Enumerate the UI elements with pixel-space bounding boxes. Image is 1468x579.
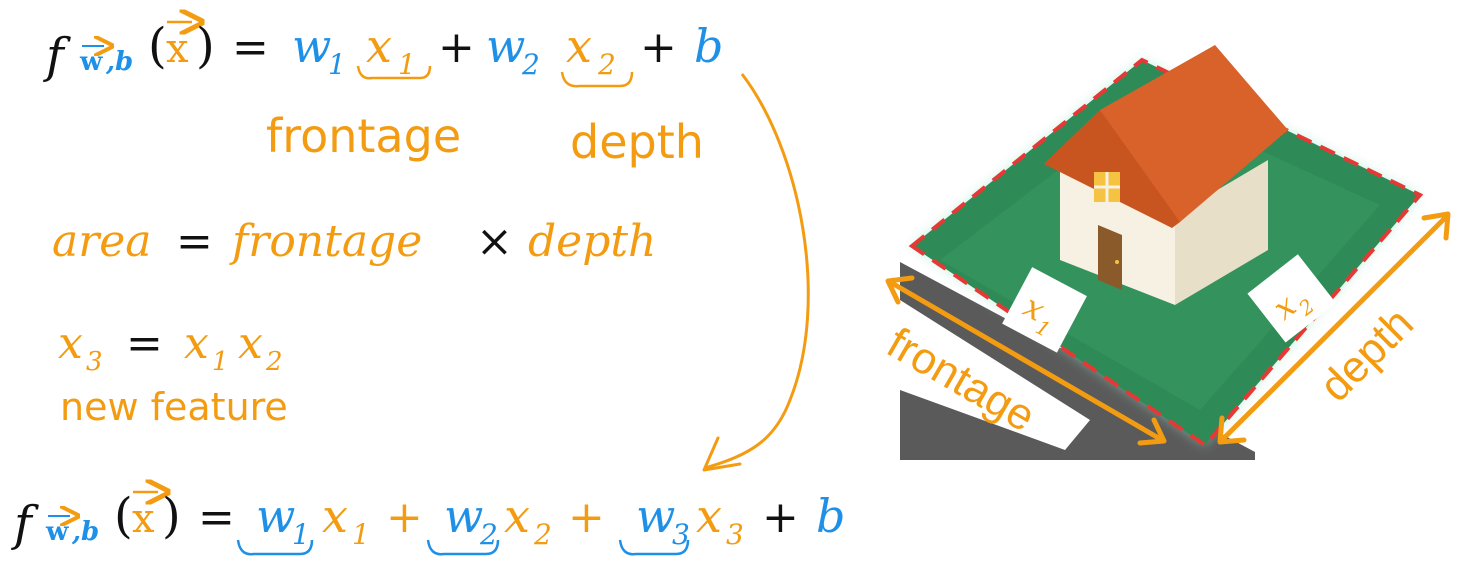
eq2-w3: w (636, 489, 675, 543)
equation-x3: x 3 = x 1 x 2 (58, 318, 283, 377)
note-depth: depth (570, 115, 704, 169)
house-illustration: x 1 x 2 frontage depth (879, 45, 1451, 460)
eq2-x-vec: x (132, 496, 155, 542)
eq1-w2: w (486, 19, 525, 73)
eq2-x2-sub: 2 (533, 518, 552, 551)
eq2-x3-sub: 3 (726, 518, 744, 551)
area-area: area (52, 216, 152, 267)
eq2-b: b (816, 489, 845, 543)
house-side-wall (1175, 160, 1268, 305)
eq2-w3-sub: 3 (672, 518, 690, 551)
eq2-w1-sub: 1 (292, 518, 310, 551)
eq1-x1-brace (356, 65, 432, 80)
eq2-x1: x (322, 489, 348, 543)
eq2-open-paren: ( (114, 488, 133, 544)
area-depth: depth (528, 216, 656, 267)
house-window (1094, 172, 1120, 202)
eq2-w2-brace (426, 539, 500, 556)
eq1-plus-2: + (640, 22, 677, 73)
x3-x1: x (184, 318, 209, 369)
eq1-w-vec: w (79, 47, 103, 77)
road-stripe (900, 300, 1090, 450)
eq2-w1-brace (236, 539, 314, 556)
area-equals: = (176, 216, 213, 267)
area-times: × (476, 216, 513, 267)
x2-label-card: x 2 (1247, 254, 1337, 343)
eq1-w2-sub: 2 (521, 48, 540, 81)
eq2-w-vec: w (45, 517, 69, 547)
house-door (1098, 225, 1122, 290)
eq1-x2: x (566, 19, 592, 73)
eq1-x1: x (366, 19, 392, 73)
house-front-wall (1060, 160, 1175, 305)
eq2-w2: w (444, 489, 483, 543)
eq1-open-paren: ( (148, 18, 167, 74)
eq2-equals: = (198, 492, 235, 543)
eq2-f: f (11, 496, 39, 552)
equation-2: f w ,b ( x ) = w 1 x 1 + w 2 x 2 + w 3 x… (11, 488, 845, 556)
note-new-feature: new feature (60, 385, 288, 429)
eq2-plus-2: + (568, 492, 605, 543)
x3-x2-sub: 2 (265, 347, 283, 377)
lot-boundary (908, 57, 1424, 448)
eq2-x2: x (504, 489, 530, 543)
eq1-w1: w (292, 19, 331, 73)
door-knob (1115, 260, 1119, 264)
eq2-w3-brace (618, 539, 690, 556)
eq1-x1-sub: 1 (398, 48, 416, 81)
house-depth-label: depth (1310, 299, 1423, 412)
eq2-comma-b: ,b (71, 517, 99, 547)
eq1-f: f (43, 28, 71, 84)
depth-arrow (1217, 211, 1451, 445)
frontage-arrow (885, 275, 1167, 446)
eq2-x1-sub: 1 (352, 518, 370, 551)
equation-1: f w ,b ( x ) = w 1 x 1 + w 2 x 2 + b (43, 18, 723, 88)
eq1-plus-1: + (438, 22, 475, 73)
eq2-close-paren: ) (162, 488, 181, 544)
eq1-x2-sub: 2 (597, 48, 616, 81)
curved-arrow-head (702, 436, 742, 472)
x1-label-card: x 1 (1002, 267, 1087, 353)
eq1-b: b (694, 19, 723, 73)
x3-x2: x (238, 318, 263, 369)
eq1-x-vec: x (166, 26, 189, 72)
equation-area: area = frontage × depth (52, 216, 656, 267)
eq1-w1-sub: 1 (328, 48, 346, 81)
eq2-plus-1: + (386, 492, 423, 543)
note-frontage: frontage (266, 109, 461, 163)
eq2-w2-sub: 2 (479, 518, 498, 551)
eq1-close-paren: ) (196, 18, 215, 74)
eq2-w1: w (256, 489, 295, 543)
x3-x1-sub: 1 (212, 347, 229, 377)
eq1-comma-b: ,b (105, 47, 133, 77)
eq2-x3: x (696, 489, 722, 543)
curved-arrow (704, 73, 810, 470)
x3-x: x (58, 318, 83, 369)
area-frontage: frontage (229, 216, 422, 267)
house-roof-edge (1044, 110, 1180, 228)
x3-equals: = (126, 318, 163, 369)
x3-sub: 3 (86, 347, 103, 377)
eq2-plus-3: + (762, 492, 799, 543)
eq1-x2-brace (560, 71, 634, 88)
eq1-equals: = (232, 22, 269, 73)
